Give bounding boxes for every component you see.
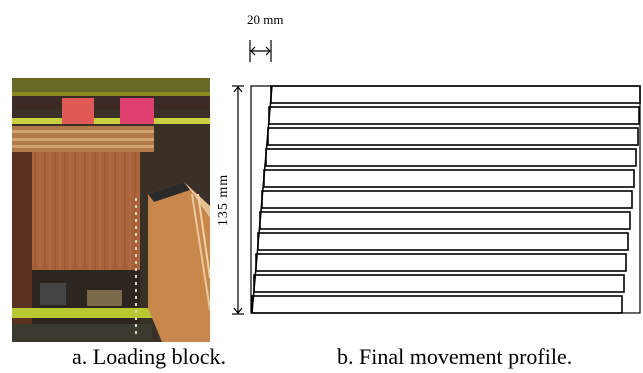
caption-b: b. Final movement profile.: [337, 344, 573, 369]
profile-frame: [250, 85, 641, 314]
dimension-20mm-label: 20 mm: [247, 12, 283, 27]
movement-profile-diagram: 20 mm 135 mm: [216, 12, 641, 315]
dimension-20mm-arrow: [249, 40, 272, 62]
dimension-135mm-label: 135 mm: [216, 174, 231, 226]
profile-layers: [251, 85, 641, 314]
dimension-135mm-arrow: [232, 85, 244, 315]
displacement-line: [251, 85, 273, 314]
loading-block-photo: [12, 78, 210, 342]
caption-a: a. Loading block.: [72, 344, 226, 369]
